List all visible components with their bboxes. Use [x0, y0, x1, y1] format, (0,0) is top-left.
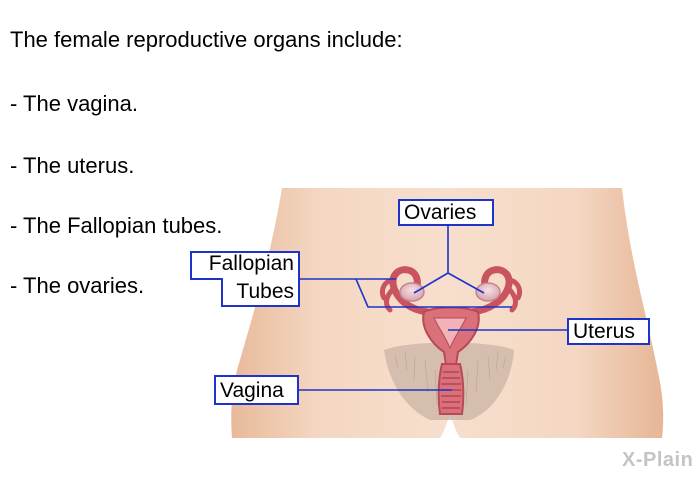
xplain-watermark-logo: X-Plain [622, 449, 693, 472]
label-fallopian-tubes: Fallopian Tubes [190, 251, 300, 307]
label-fallopian-line2: Tubes [190, 279, 300, 307]
label-ovaries: Ovaries [398, 199, 494, 226]
left-ovary [400, 283, 424, 301]
label-vagina: Vagina [214, 375, 299, 405]
label-fallopian-line1: Fallopian [190, 251, 300, 279]
label-uterus: Uterus [567, 318, 650, 345]
right-ovary [476, 283, 500, 301]
